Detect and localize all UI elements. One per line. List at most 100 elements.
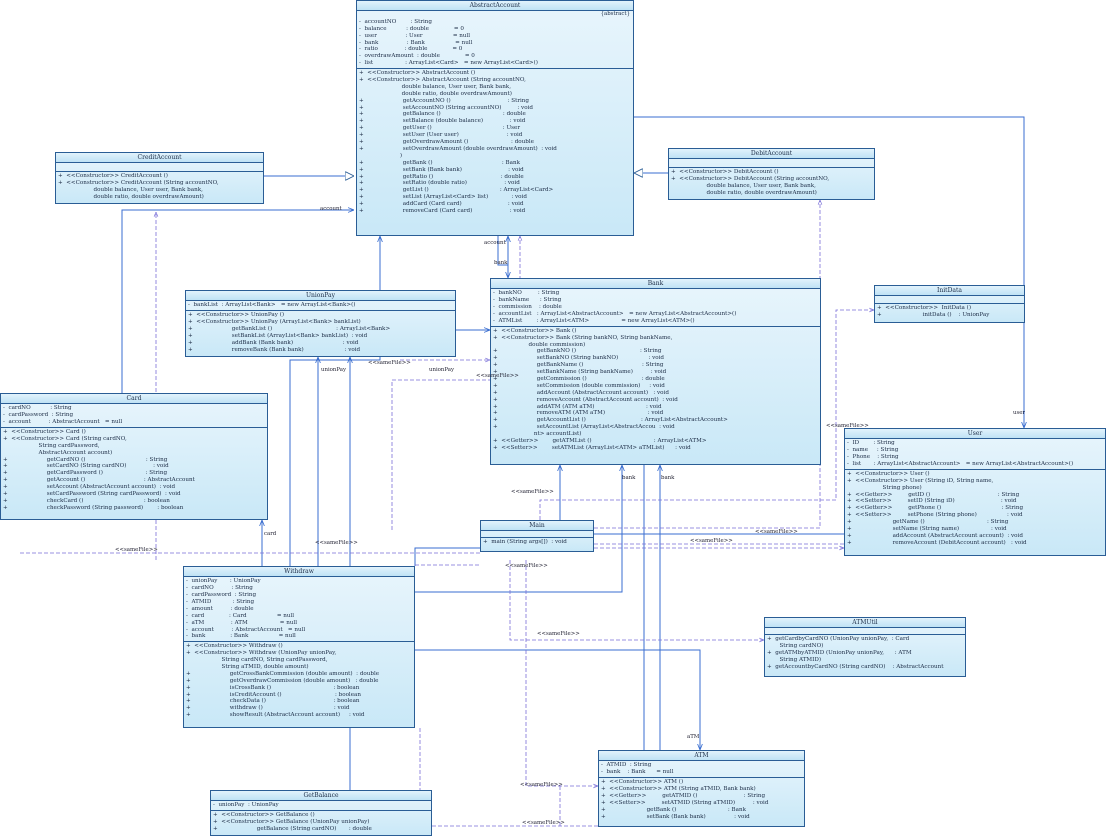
member-row: - bankList : ArrayList<Bank> = new Array… (188, 302, 356, 309)
class-initdata-operations: + <<Constructor>> InitData ()+ initData … (875, 304, 1024, 320)
member-row: double commission) (493, 341, 586, 348)
dep-7 (539, 310, 874, 520)
class-unionpay-name: UnionPay (186, 291, 455, 302)
class-unionpay[interactable]: UnionPay - bankList : ArrayList<Bank> = … (185, 290, 456, 357)
class-creditaccount[interactable]: CreditAccount + <<Constructor>> CreditAc… (55, 152, 264, 204)
label-user: user (1013, 410, 1026, 416)
class-creditaccount-attributes (56, 163, 263, 173)
member-row: - cardPassword : String (186, 592, 257, 599)
member-row: + setName (String name) : void (847, 526, 1007, 532)
class-card[interactable]: Card - cardNO : String- cardPassword : S… (0, 393, 268, 520)
label-samefile-9: <<sameFile>> (755, 529, 798, 535)
class-getbalance-attributes: - unionPay : UnionPay (211, 801, 431, 812)
member-row: + setRatio (double ratio) : void (359, 180, 520, 187)
member-row: + <<Setter>> setID (String iD) : void (847, 498, 1017, 505)
class-abstractaccount-attributes: - accountNO : String- balance : double =… (357, 18, 633, 70)
label-account-up: account (484, 240, 506, 246)
member-row: - ATMID : String (186, 598, 255, 605)
member-row: - ATMID : String (601, 762, 652, 769)
member-row: double balance, User user, Bank bank, (58, 187, 203, 194)
member-row: + <<Getter>> getATMID () : String (601, 792, 766, 799)
member-row: AbstractAccount account) (3, 449, 113, 456)
member-row: + getBankNO () : String (493, 348, 662, 355)
class-user-operations: + <<Constructor>> User ()+ <<Constructor… (845, 470, 1105, 548)
member-row: - account : AbstractAccount = null (186, 626, 306, 633)
label-account: account (320, 206, 342, 212)
member-row: + <<Constructor>> AbstractAccount () (359, 70, 476, 77)
member-row: + <<Constructor>> CreditAccount (String … (58, 180, 219, 187)
member-row: - cardPassword : String (3, 412, 74, 419)
member-row: + <<Constructor>> CreditAccount () (58, 173, 168, 180)
member-row: + <<Constructor>> Card (String cardNO, (3, 435, 127, 442)
member-row: String aTMID, double amount) (186, 664, 309, 670)
assoc-abstract-user (634, 116, 1024, 428)
member-row: + <<Constructor>> ATM (String aTMID, Ban… (601, 785, 756, 792)
member-row: double ratio, double overdrawAmount) (58, 193, 204, 200)
class-withdraw[interactable]: Withdraw - unionPay : UnionPay- cardNO :… (183, 566, 415, 728)
class-bank-operations: + <<Constructor>> Bank ()+ <<Constructor… (491, 327, 820, 453)
class-atmutil-attributes (765, 628, 965, 636)
class-atmutil[interactable]: ATMUtil + getCardbyCardNO (UnionPay unio… (764, 617, 966, 677)
class-getbalance[interactable]: GetBalance - unionPay : UnionPay + <<Con… (210, 790, 432, 836)
label-atm: aTM (687, 734, 700, 740)
assoc-main-withdraw (414, 547, 480, 566)
member-row: + <<Constructor>> Card () (3, 428, 86, 435)
member-row: + <<Constructor>> Bank (String bankNO, S… (493, 334, 673, 341)
member-row: + setCardPassword (String cardPassword) … (3, 491, 181, 497)
class-bank[interactable]: Bank - bankNO : String- bankName : Strin… (490, 278, 821, 465)
member-row: + getName () : String (847, 519, 1009, 526)
member-row: - ATMList : ArrayList<ATM> = new ArrayLi… (493, 317, 695, 324)
member-row: + getBank () : Bank (601, 806, 746, 813)
member-row: + <<Constructor>> User (String iD, Strin… (847, 477, 994, 484)
class-getbalance-operations: + <<Constructor>> GetBalance ()+ <<Const… (211, 811, 431, 834)
class-abstractaccount-name: AbstractAccount (357, 1, 633, 12)
member-row: + setBankNO (String bankNO) : void (493, 355, 664, 362)
member-row: - Phone : String (847, 454, 899, 461)
member-row: + getCommission () : double (493, 376, 665, 382)
member-row: + <<Constructor>> Withdraw (UnionPay uni… (186, 650, 337, 657)
member-row: + getOverdrawCommission (double amount) … (186, 677, 379, 684)
member-row: + <<Constructor>> GetBalance () (213, 812, 315, 819)
member-row: - unionPay : UnionPay (186, 578, 261, 585)
label-unionpay-left: unionPay (321, 367, 347, 373)
class-initdata[interactable]: InitData + <<Constructor>> InitData ()+ … (874, 285, 1025, 323)
member-row: - aTM : ATM = null (186, 619, 298, 626)
member-row: + setBankName (String bankName) : void (493, 369, 667, 376)
class-user[interactable]: User - ID : String- name : String- Phone… (844, 428, 1106, 556)
member-row: + withdraw () : void (186, 705, 350, 712)
label-bank-1: bank (622, 475, 636, 481)
class-user-attributes: - ID : String- name : String- Phone : St… (845, 439, 1105, 470)
member-row: + <<Constructor>> ATM () (601, 779, 684, 786)
member-row: - balance : double = 0 (359, 25, 464, 32)
member-row: + <<Constructor>> InitData () (877, 305, 972, 312)
member-row: double balance, User user, Bank bank, (671, 183, 816, 190)
class-main[interactable]: Main + main (String args[]) : void (480, 520, 594, 552)
member-row: + setCardNO (String cardNO) : void (3, 463, 169, 470)
member-row: - unionPay : UnionPay (213, 802, 279, 809)
label-samefile-1: <<sameFile>> (368, 360, 411, 366)
member-row: + <<Constructor>> DebitAccount () (671, 169, 779, 176)
label-bank-top: bank (494, 260, 508, 266)
class-atm[interactable]: ATM - ATMID : String- bank : Bank = null… (598, 750, 805, 827)
member-row: String cardNO, String cardPassword, (186, 657, 328, 664)
member-row: + getBankList () : ArrayList<Bank> (188, 325, 391, 332)
assoc-withdraw-atm (415, 649, 700, 750)
member-row: + addATM (ATM aTM) : void (493, 403, 662, 410)
member-row: - overdrawAmount : double = 0 (359, 53, 475, 60)
member-row: - cardNO : String (3, 405, 72, 412)
class-debitaccount-attributes (669, 159, 874, 169)
class-bank-attributes: - bankNO : String- bankName : String- co… (491, 289, 820, 327)
member-row: ) (359, 152, 403, 159)
member-row: + setCommission (double commission) : vo… (493, 382, 665, 389)
member-row: + getBalance () : double (359, 111, 526, 118)
label-samefile-5: <<sameFile>> (315, 540, 358, 546)
class-abstractaccount[interactable]: AbstractAccount {abstract} - accountNO :… (356, 0, 634, 236)
class-debitaccount[interactable]: DebitAccount + <<Constructor>> DebitAcco… (668, 148, 875, 200)
member-row: + initData () : UnionPay (877, 312, 990, 319)
label-samefile-6: <<sameFile>> (115, 547, 158, 553)
member-row: + <<Getter>> getPhone () : String (847, 505, 1024, 512)
class-card-operations: + <<Constructor>> Card ()+ <<Constructor… (1, 428, 267, 513)
member-row: - user : User = null (359, 32, 471, 39)
member-row: + <<Setter>> setPhone (String phone) : v… (847, 512, 1023, 519)
member-row: + <<Constructor>> UnionPay () (188, 312, 285, 319)
